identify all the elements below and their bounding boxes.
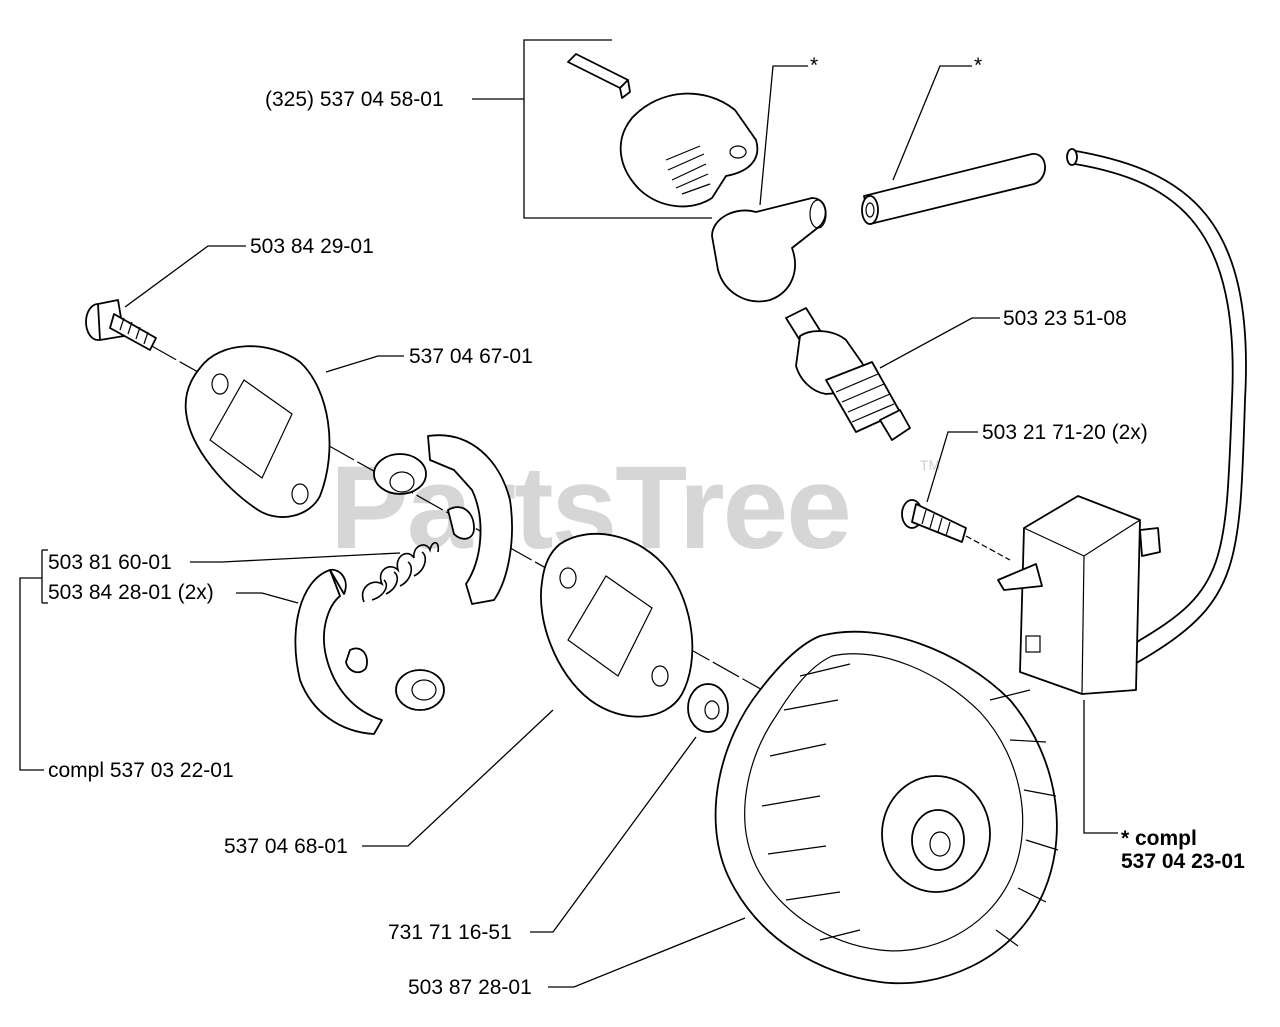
label-clutch-shoe: 503 84 28-01 (2x) [48, 581, 214, 604]
part-labels: (325) 537 04 58-01 * * 503 84 29-01 503 … [48, 54, 1245, 999]
label-spark-plug: 503 23 51-08 [1003, 307, 1127, 330]
clutch-shoe-lower-part [294, 568, 445, 735]
spark-plug-boot-part [711, 197, 827, 303]
label-ignition-compl-line1: * compl [1121, 827, 1197, 850]
washer-part [687, 683, 729, 733]
module-screw-part [901, 499, 1011, 561]
clutch-shoe-upper-part [373, 434, 513, 605]
top-screw-part [85, 299, 157, 351]
label-spark-plug-cap-cover: (325) 537 04 58-01 [265, 88, 444, 111]
label-lower-plate: 537 04 68-01 [224, 835, 348, 858]
label-clutch-compl: compl 537 03 22-01 [48, 759, 234, 782]
spark-plug-cap-cover-part [619, 92, 759, 208]
ignition-module-part [997, 495, 1161, 695]
label-module-screw: 503 21 71-20 (2x) [982, 421, 1148, 444]
watermark-trademark: TM [920, 457, 940, 473]
ignition-lead-part [861, 153, 1046, 225]
spring-part [361, 541, 440, 603]
lower-plate-part [540, 532, 694, 718]
spark-plug-part [785, 307, 911, 441]
label-washer: 731 71 16-51 [388, 921, 512, 944]
upper-plate-part [184, 345, 331, 518]
cable-part [1066, 148, 1247, 669]
flywheel-part [714, 630, 1059, 985]
label-ignition-compl-line2: 537 04 23-01 [1121, 850, 1245, 873]
label-flywheel: 503 87 28-01 [408, 976, 532, 999]
pin-part [567, 53, 631, 99]
label-upper-plate: 537 04 67-01 [409, 345, 533, 368]
label-spring: 503 81 60-01 [48, 551, 172, 574]
label-top-screw: 503 84 29-01 [250, 235, 374, 258]
leader-lines [19, 39, 1118, 988]
label-cap-asterisk: * [810, 54, 818, 77]
label-lead-asterisk: * [974, 54, 982, 77]
